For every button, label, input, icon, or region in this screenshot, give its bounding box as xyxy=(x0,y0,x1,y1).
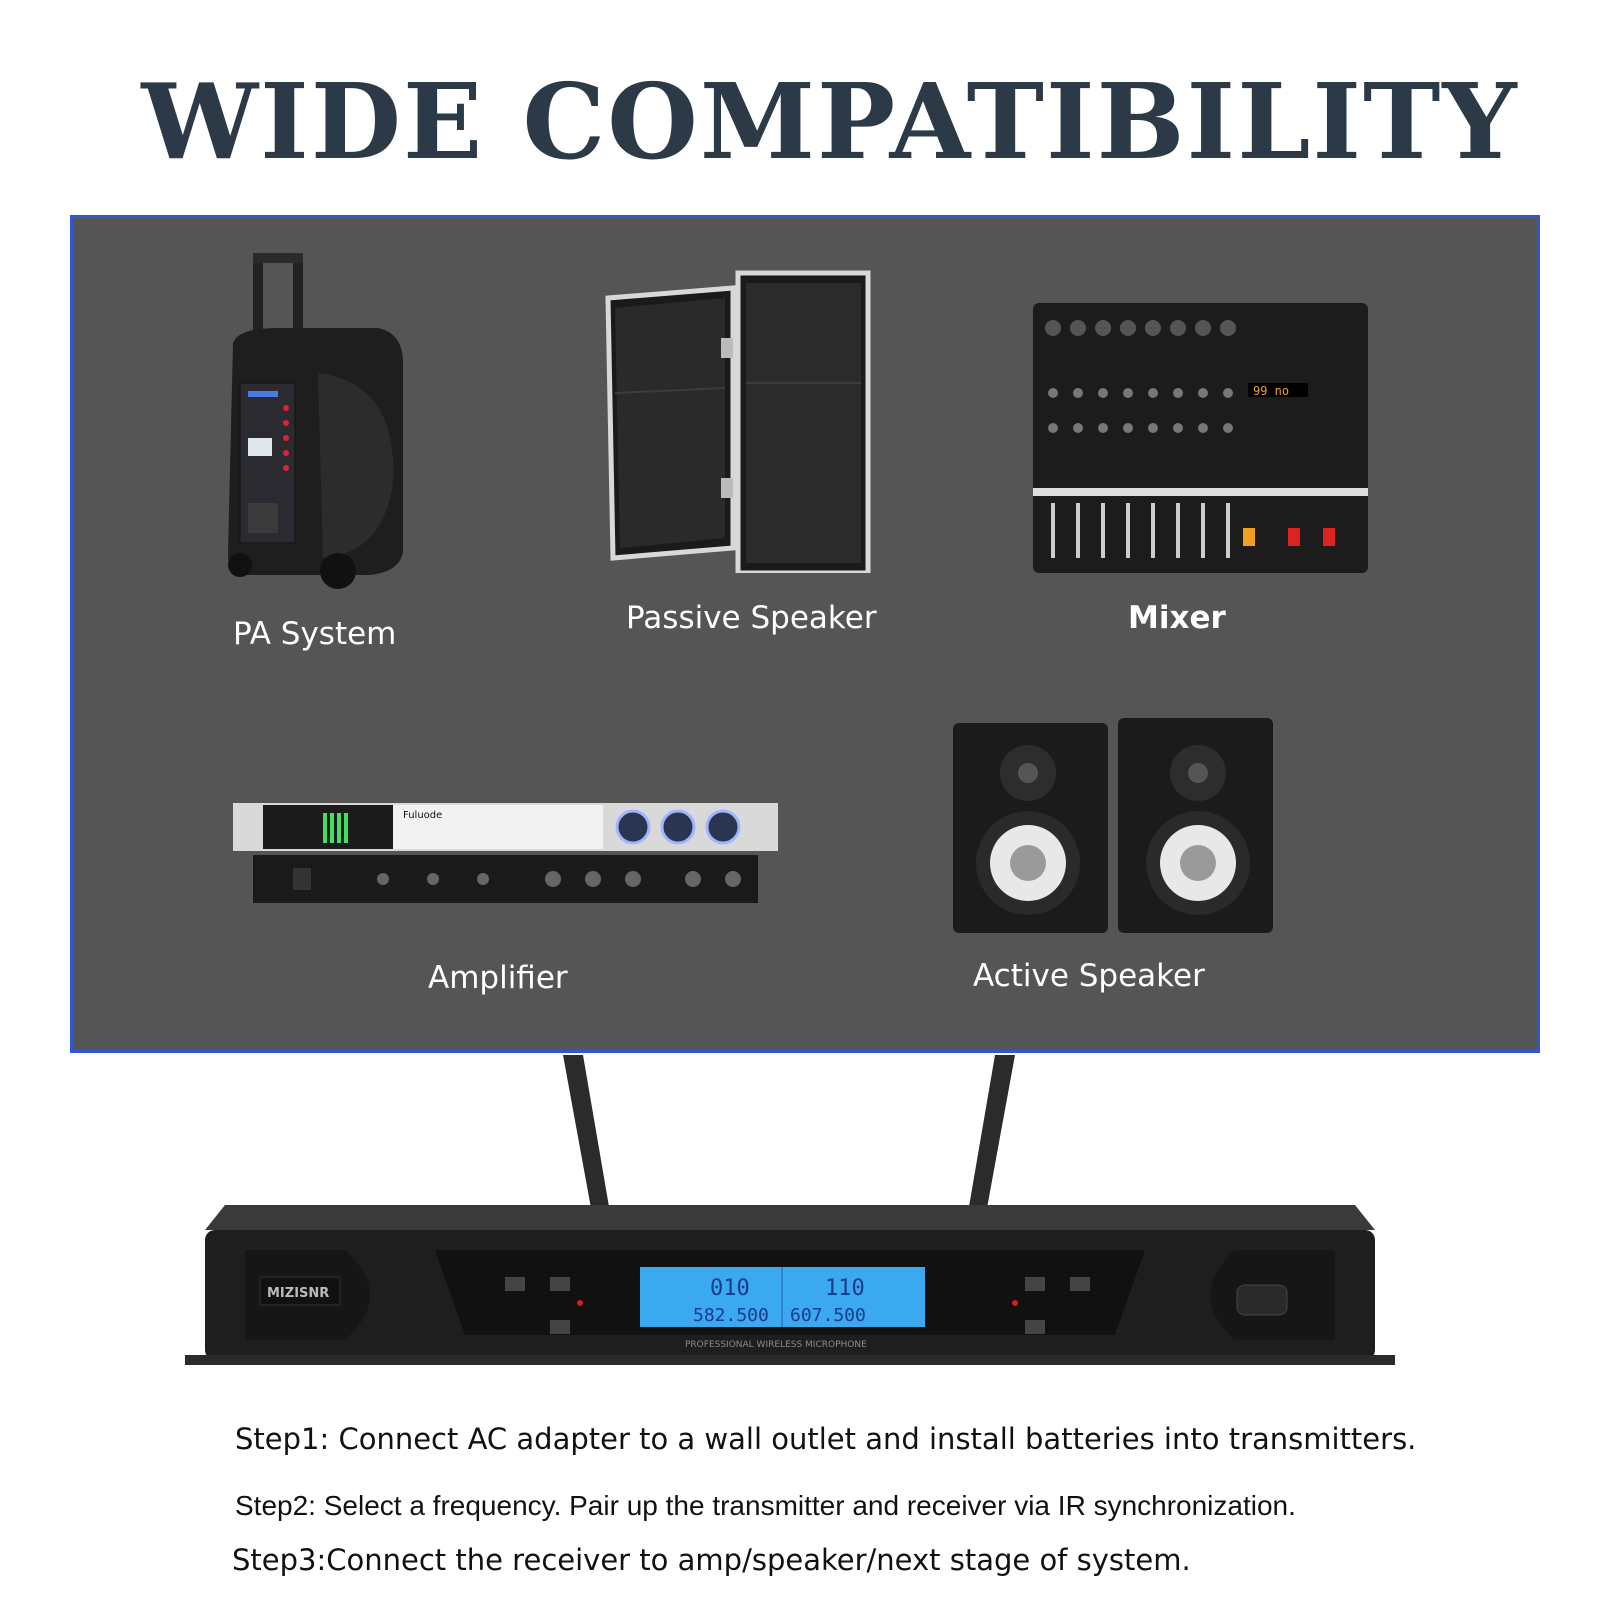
channel-a: 010 xyxy=(710,1276,750,1301)
mixer-icon: 99 no xyxy=(1033,303,1368,573)
receiver-caption: PROFESSIONAL WIRELESS MICROPHONE xyxy=(685,1340,867,1350)
device-label-mixer: Mixer xyxy=(1128,600,1226,636)
page-title: WIDE COMPATIBILITY xyxy=(141,60,1519,183)
amplifier-icon: Fuluode xyxy=(233,803,778,903)
device-label-active-speaker: Active Speaker xyxy=(973,958,1205,994)
frequency-a: 582.500 xyxy=(693,1305,769,1326)
pa-system-icon xyxy=(228,253,403,589)
device-label-pa-system: PA System xyxy=(233,616,397,652)
frequency-b: 607.500 xyxy=(790,1305,866,1326)
step-2-text: Step2: Select a frequency. Pair up the t… xyxy=(235,1490,1296,1521)
svg-text:99 no: 99 no xyxy=(1253,384,1289,398)
compatibility-panel: PA System Passive Speaker 99 no xyxy=(70,215,1540,1053)
channel-b: 110 xyxy=(825,1276,865,1301)
step-3-text: Step3:Connect the receiver to amp/speake… xyxy=(232,1543,1191,1577)
svg-text:Fuluode: Fuluode xyxy=(403,810,442,821)
receiver-brand: MIZISNR xyxy=(267,1286,329,1301)
device-label-amplifier: Amplifier xyxy=(428,960,568,996)
step-1-text: Step1: Connect AC adapter to a wall outl… xyxy=(235,1422,1417,1456)
active-speaker-icon xyxy=(953,718,1273,933)
wireless-receiver-image: MIZISNR 010 110 582.500 607.500 PROFESSI… xyxy=(185,1055,1395,1365)
device-label-passive-speaker: Passive Speaker xyxy=(626,600,877,636)
passive-speaker-icon xyxy=(605,270,871,573)
